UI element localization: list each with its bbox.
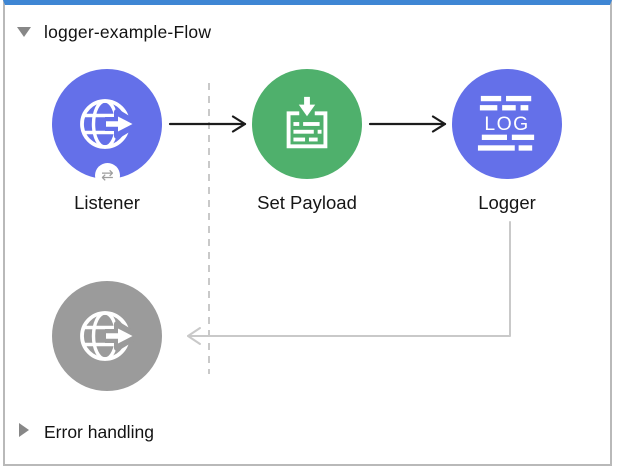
flow-title[interactable]: logger-example-Flow bbox=[44, 22, 212, 42]
node-label-listener: Listener bbox=[74, 192, 140, 213]
globe-arrow-icon bbox=[80, 311, 139, 361]
globe-arrow-icon bbox=[80, 99, 139, 149]
set-payload-icon bbox=[286, 96, 328, 149]
node-listener[interactable] bbox=[52, 69, 162, 179]
triangle-down-icon[interactable] bbox=[17, 27, 31, 37]
node-label-set-payload: Set Payload bbox=[257, 192, 357, 213]
node-logger[interactable]: LOG bbox=[452, 69, 562, 179]
exchange-icon: ⇄ bbox=[101, 166, 114, 184]
node-response[interactable] bbox=[52, 281, 162, 391]
error-handling-label[interactable]: Error handling bbox=[44, 422, 154, 442]
source-badge: ⇄ bbox=[95, 163, 120, 188]
log-icon: LOG bbox=[477, 95, 535, 151]
node-label-logger: Logger bbox=[478, 192, 536, 213]
node-set-payload[interactable] bbox=[252, 69, 362, 179]
log-icon-text: LOG bbox=[484, 113, 529, 135]
triangle-right-icon[interactable] bbox=[19, 423, 29, 437]
